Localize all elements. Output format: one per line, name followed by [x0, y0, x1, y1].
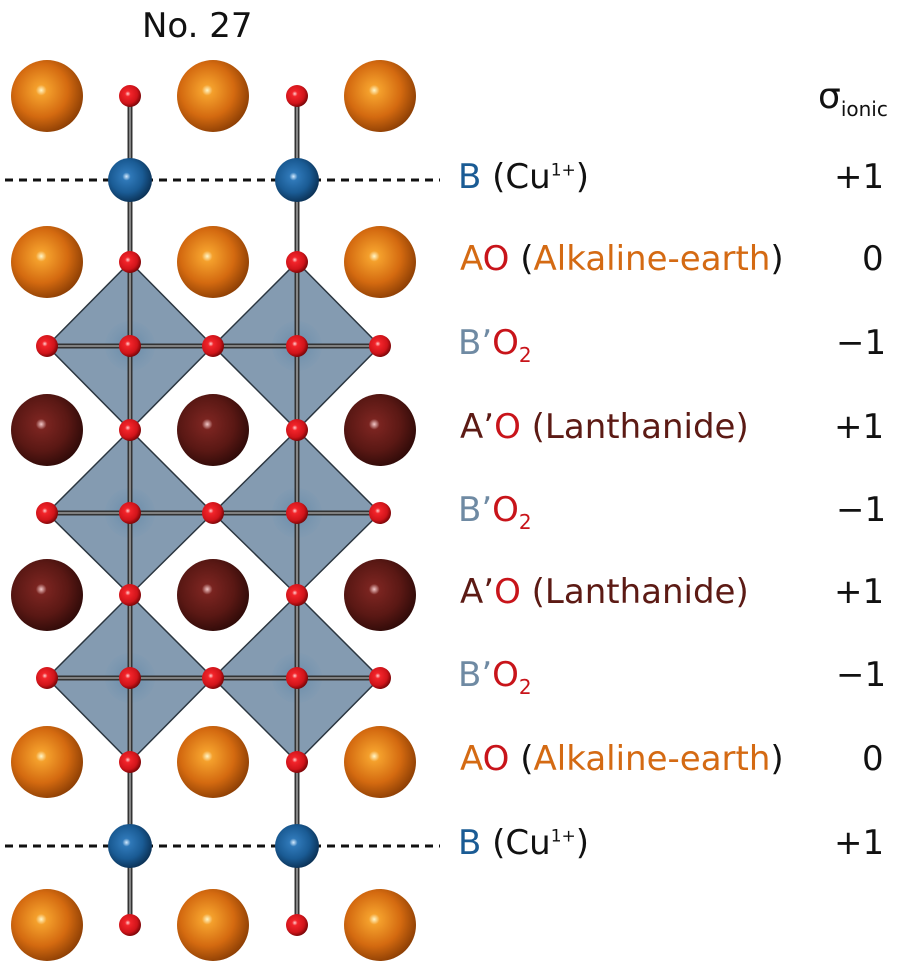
layer-symbol: B’ [458, 655, 493, 695]
layer-symbol: A [460, 239, 483, 279]
sigma-value: +1 [834, 157, 885, 197]
layer-oxygen: O [494, 572, 521, 612]
layer-label-bo2: B’O2 [458, 323, 532, 365]
alkaline-earth-atoms [11, 60, 416, 961]
oxygen-atoms [36, 85, 391, 936]
sigma-symbol: σ [818, 76, 841, 117]
layer-symbol: A’ [460, 407, 495, 447]
lanthanide-atoms [11, 394, 416, 631]
sigma-value: −1 [836, 655, 887, 695]
layer-family: Alkaline-earth [533, 239, 771, 279]
sigma-value: +1 [834, 572, 885, 612]
sigma-value: −1 [836, 490, 887, 530]
layer-family: Lanthanide [544, 407, 736, 447]
cu-atoms [108, 158, 319, 868]
layer-oxygen: O [492, 323, 519, 363]
layer-element: Cu [505, 157, 551, 197]
sigma-value: 0 [862, 239, 884, 279]
layer-label-bo2: B’O2 [458, 490, 532, 532]
layer-charge: 1+ [550, 160, 576, 181]
layer-charge: 1+ [550, 826, 576, 847]
layer-oxygen: O [492, 490, 519, 530]
layer-family: Alkaline-earth [533, 739, 771, 779]
layer-label-ao: AO (Alkaline-earth) [460, 239, 784, 279]
layer-symbol: B [458, 157, 482, 197]
layer-label-apo: A’O (Lanthanide) [460, 572, 749, 612]
structure-title: No. 27 [142, 6, 253, 46]
sigma-value: +1 [834, 823, 885, 863]
layer-oxygen: O [494, 407, 521, 447]
layer-subscript: 2 [518, 509, 532, 534]
layer-oxygen: O [492, 655, 519, 695]
layer-label-apo: A’O (Lanthanide) [460, 407, 749, 447]
layer-symbol: B [458, 823, 482, 863]
layer-oxygen: O [482, 239, 510, 279]
sigma-header: σionic [818, 76, 888, 119]
layer-label-bo2: B’O2 [458, 655, 532, 697]
sigma-subscript: ionic [840, 97, 888, 122]
layer-symbol: A’ [460, 572, 495, 612]
layer-element: Cu [505, 823, 551, 863]
layer-label-b: B (Cu1+) [458, 823, 590, 863]
layer-label-b: B (Cu1+) [458, 157, 590, 197]
sigma-value: +1 [834, 407, 885, 447]
layer-family: Lanthanide [544, 572, 736, 612]
layer-symbol: B’ [458, 323, 493, 363]
layer-symbol: A [460, 739, 483, 779]
sigma-value: 0 [862, 739, 884, 779]
layer-symbol: B’ [458, 490, 493, 530]
layer-label-ao: AO (Alkaline-earth) [460, 739, 784, 779]
layer-subscript: 2 [518, 342, 532, 367]
layer-oxygen: O [482, 739, 510, 779]
sigma-value: −1 [836, 323, 887, 363]
layer-subscript: 2 [518, 674, 532, 699]
